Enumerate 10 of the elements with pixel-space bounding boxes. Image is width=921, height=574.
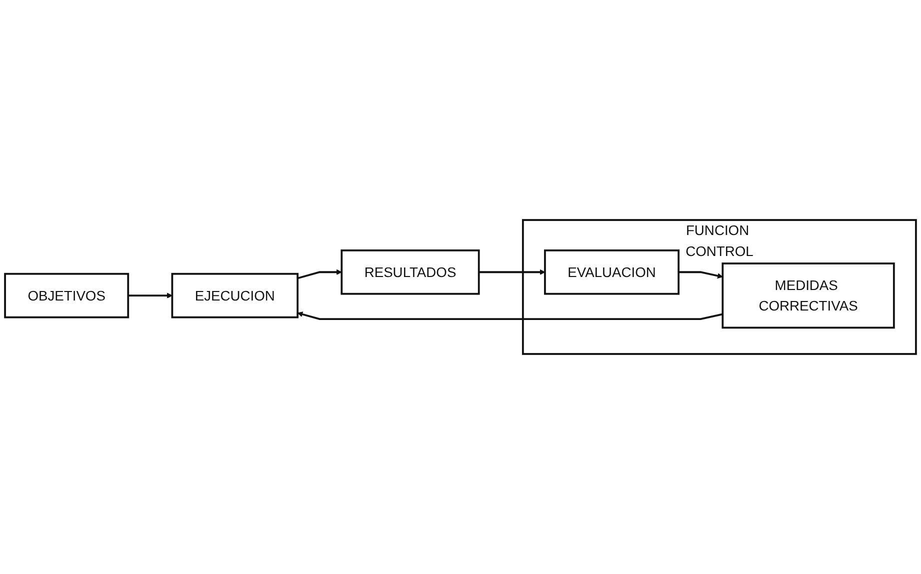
node-box: RESULTADOS	[340, 249, 480, 295]
arrow	[678, 271, 723, 279]
arrow	[128, 292, 172, 298]
node-box: MEDIDAS CORRECTIVAS	[722, 262, 895, 329]
node-box: EJECUCION	[171, 272, 299, 318]
node-box: OBJETIVOS	[4, 272, 130, 318]
arrow	[297, 312, 723, 320]
node-box: EVALUACION	[544, 249, 680, 295]
arrow	[297, 269, 342, 280]
arrow	[478, 269, 546, 275]
